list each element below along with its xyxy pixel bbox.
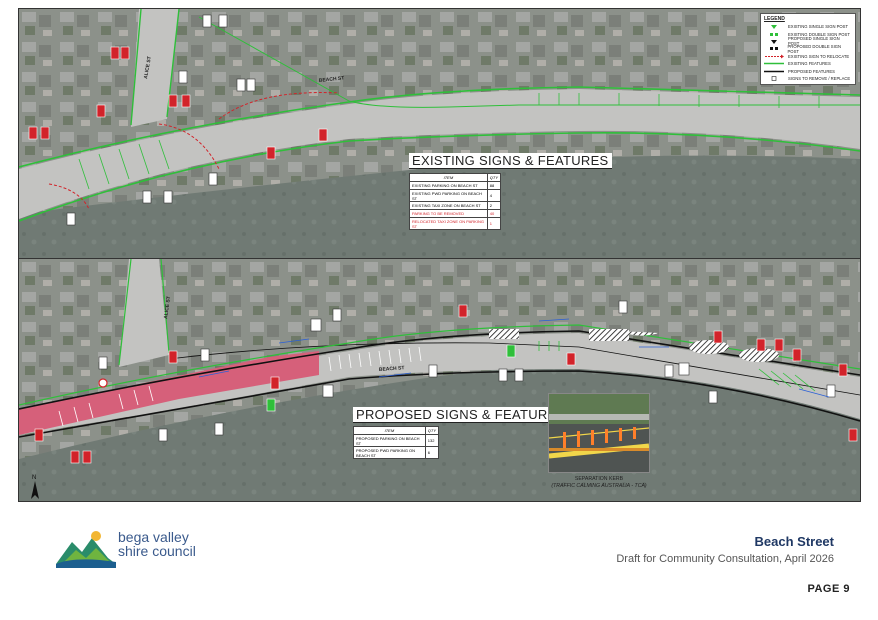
existing-section-title: EXISTING SIGNS & FEATURES: [409, 153, 612, 169]
document-subtitle: Draft for Community Consultation, April …: [616, 553, 834, 565]
existing-feature-line-icon: [764, 61, 784, 66]
row-item: EXISTING PWD PARKING ON BEACH ST: [409, 189, 488, 202]
proposed-double-sign-icon: [764, 46, 784, 51]
alice-st-road-proposed: [119, 259, 169, 367]
row-item: EXISTING PARKING ON BEACH ST: [409, 181, 488, 190]
red-surface-treatment: [19, 351, 319, 435]
legend-label: EXISTING SIGN TO RELOCATE: [788, 53, 850, 59]
alice-st-label-proposed: ALICE ST: [163, 296, 172, 319]
legend: LEGEND EXISTING SINGLE SIGN POST EXISTIN…: [760, 13, 856, 86]
legend-row: EXISTING SIGN TO RELOCATE: [764, 53, 852, 60]
page-number: PAGE 9: [807, 583, 850, 595]
table-row: PROPOSED PARKING ON BEACH ST 132: [353, 434, 440, 447]
legend-title: LEGEND: [764, 16, 785, 22]
row-qty: 4: [486, 189, 502, 202]
table-row: RELOCATED TAXI ZONE ON PARKING ST 1: [409, 217, 502, 230]
beach-st-label-existing: BEACH ST: [319, 75, 345, 84]
existing-double-sign-icon: [764, 32, 784, 37]
beach-st-label-proposed: BEACH ST: [379, 365, 405, 373]
proposed-single-sign-icon: [764, 39, 784, 44]
legend-row: PROPOSED DOUBLE SIGN POST: [764, 43, 852, 54]
legend-row: SIGNS TO REMOVE / REPLACE: [764, 75, 852, 82]
proposed-qty-table: ITEM QTY PROPOSED PARKING ON BEACH ST 13…: [353, 426, 440, 459]
separation-kerb-photo: [548, 393, 650, 473]
legend-label: SIGNS TO REMOVE / REPLACE: [788, 75, 851, 81]
row-item: PROPOSED PWD PARKING ON BEACH ST: [353, 446, 426, 459]
legend-label: PROPOSED SINGLE SIGN POST: [787, 36, 840, 47]
table-row: EXISTING PWD PARKING ON BEACH ST 4: [409, 189, 502, 202]
remove-sign-box-icon: [764, 76, 784, 81]
legend-row: PROPOSED SINGLE SIGN POST: [764, 36, 852, 47]
mountain-logo-icon: [56, 531, 116, 568]
council-name-line1: bega valley: [118, 529, 189, 545]
relocate-sign-icon: [764, 54, 784, 59]
row-qty: 1: [486, 217, 502, 230]
table-row: EXISTING PARKING ON BEACH ST 88: [409, 181, 502, 190]
proposed-sign-markers: [34, 300, 858, 464]
legend-row: EXISTING DOUBLE SIGN POST: [764, 30, 852, 37]
row-item: EXISTING TAXI ZONE ON BEACH ST: [409, 201, 488, 210]
qty-column-header: QTY: [424, 426, 440, 435]
legend-row: PROPOSED FEATURES: [764, 67, 852, 74]
row-qty: 2: [486, 201, 502, 210]
legend-label: EXISTING FEATURES: [788, 61, 831, 67]
svg-text:N: N: [32, 475, 36, 481]
beach-st-road-proposed: [19, 333, 860, 435]
council-logo: bega valley shire council: [56, 528, 236, 572]
proposed-plan-panel: N BEACH ST ALICE ST PROPOSED SIGNS & FEA…: [18, 258, 861, 502]
table-row: PARKING TO BE REMOVED 40: [409, 209, 502, 218]
separation-kerb-figure: SEPARATION KERB (TRAFFIC CALMING AUSTRAL…: [547, 393, 651, 495]
council-name: bega valley shire council: [118, 530, 196, 558]
existing-single-sign-icon: [764, 24, 784, 30]
table-header-row: ITEM QTY: [409, 173, 502, 182]
proposed-feature-line-icon: [764, 69, 784, 74]
proposed-section-title: PROPOSED SIGNS & FEATURES: [353, 407, 569, 423]
table-row: PROPOSED PWD PARKING ON BEACH ST 6: [353, 446, 440, 459]
legend-label: PROPOSED FEATURES: [788, 68, 835, 74]
caption-credit: (TRAFFIC CALMING AUSTRALIA - TCA): [551, 483, 647, 489]
row-item: PARKING TO BE REMOVED: [409, 209, 488, 218]
qty-column-header: QTY: [486, 173, 502, 182]
legend-row: EXISTING SINGLE SIGN POST: [764, 23, 852, 30]
item-column-header: ITEM: [409, 173, 488, 182]
photo-caption: SEPARATION KERB (TRAFFIC CALMING AUSTRAL…: [547, 476, 651, 490]
document-title-block: Beach Street Draft for Community Consult…: [616, 534, 834, 565]
beach-st-road-existing: [19, 89, 860, 219]
alice-st-label-existing: ALICE ST: [143, 56, 153, 79]
council-name-line2: shire council: [118, 543, 196, 559]
legend-label: EXISTING SINGLE SIGN POST: [788, 24, 849, 30]
legend-label: EXISTING DOUBLE SIGN POST: [788, 31, 850, 37]
alice-st-road-existing: [131, 9, 179, 127]
existing-sign-markers: [28, 14, 328, 226]
row-qty: 88: [486, 181, 502, 190]
legend-row: EXISTING FEATURES: [764, 60, 852, 67]
row-item: RELOCATED TAXI ZONE ON PARKING ST: [409, 217, 488, 230]
row-qty: 132: [424, 434, 440, 447]
document-title: Beach Street: [754, 534, 834, 549]
existing-plan-panel: BEACH ST ALICE ST LEGEND EXISTING SINGLE…: [18, 8, 861, 261]
row-qty: 6: [424, 446, 440, 459]
row-item: PROPOSED PARKING ON BEACH ST: [353, 434, 426, 447]
existing-qty-table: ITEM QTY EXISTING PARKING ON BEACH ST 88…: [409, 173, 502, 230]
table-header-row: ITEM QTY: [353, 426, 440, 435]
table-row: EXISTING TAXI ZONE ON BEACH ST 2: [409, 201, 502, 210]
proposed-plan-map: N BEACH ST ALICE ST: [19, 259, 860, 501]
north-arrow-icon: N: [31, 475, 39, 499]
legend-label: PROPOSED DOUBLE SIGN POST: [787, 43, 842, 54]
item-column-header: ITEM: [353, 426, 426, 435]
row-qty: 40: [486, 209, 502, 218]
caption-title: SEPARATION KERB: [574, 476, 624, 482]
